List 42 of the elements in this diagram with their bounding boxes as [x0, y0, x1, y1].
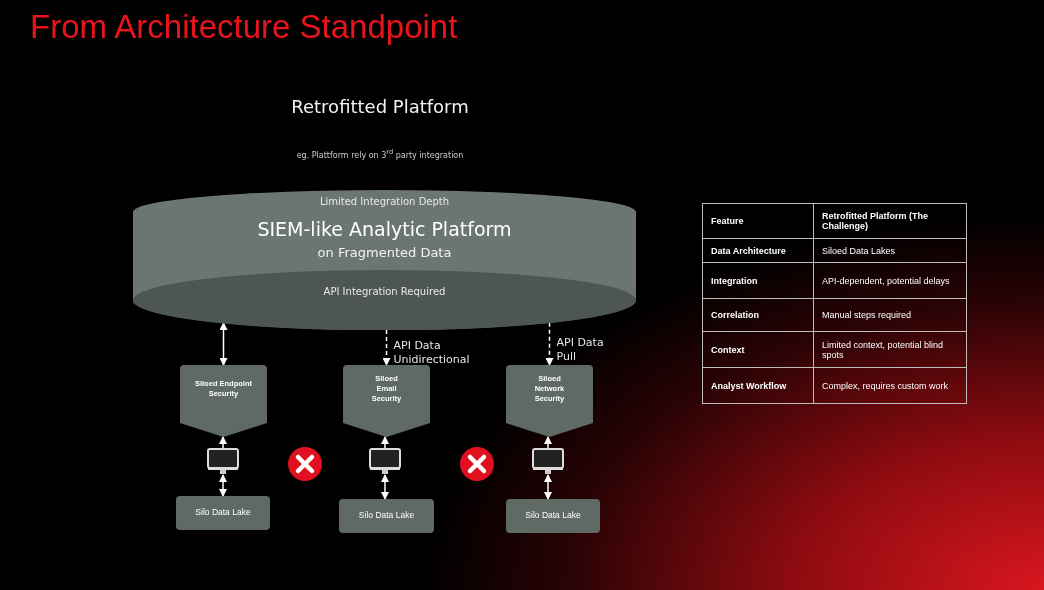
box-label: Silo Data Lake [357, 510, 416, 520]
platform-heading: SIEM-like Analytic Platform [256, 218, 513, 240]
arrow [381, 436, 389, 449]
table-cell: Manual steps required [813, 298, 967, 332]
table-cell: Siloed Data Lakes [813, 238, 967, 263]
edge-label: API Data Unidirectional [393, 339, 471, 368]
arrow [382, 329, 391, 366]
edge-label: API Data Pull [556, 335, 605, 364]
cylinder-caption: Limited Integration Depth [318, 196, 451, 207]
table-cell: Limited context, potential blind spots [813, 331, 967, 368]
header-cell: Retrofitted Platform (The Challenge) [813, 203, 967, 239]
arrow [219, 474, 227, 497]
platform-subheading: on Fragmented Data [316, 245, 453, 260]
arrow [545, 321, 554, 366]
security-box [180, 365, 267, 437]
table-cell: Integration [702, 262, 814, 299]
table-cell: Correlation [702, 298, 814, 332]
monitor-icon [532, 448, 564, 475]
data-lake-box [506, 499, 600, 533]
security-box [506, 365, 593, 437]
arrow [219, 436, 227, 449]
arrow [544, 474, 552, 500]
arrow [381, 474, 389, 500]
arrow [219, 322, 228, 366]
security-box [343, 365, 430, 437]
box-label: Silo Data Lake [194, 507, 252, 517]
table-cell: Context [702, 331, 814, 368]
monitor-icon [369, 448, 401, 475]
subtitle: Retrofitted Platform [290, 96, 470, 117]
monitor-icon [207, 448, 239, 475]
header-cell: Feature [702, 203, 814, 239]
note-text: eg. Plattform rely on 3$^{rd}$ party integration [295, 148, 465, 160]
box-label: Silo Data Lake [524, 510, 582, 520]
slide-title: From Architecture Standpoint [30, 8, 458, 46]
data-lake-box [339, 499, 434, 533]
table-cell: API-dependent, potential delays [813, 262, 967, 299]
table-cell: Analyst Workflow [702, 367, 814, 404]
table-cell: Data Architecture [702, 238, 814, 263]
cylinder-caption: API Integration Required [322, 286, 447, 297]
arrow [544, 436, 552, 449]
table-cell: Complex, requires custom work [813, 367, 967, 404]
data-lake-box [176, 496, 270, 530]
